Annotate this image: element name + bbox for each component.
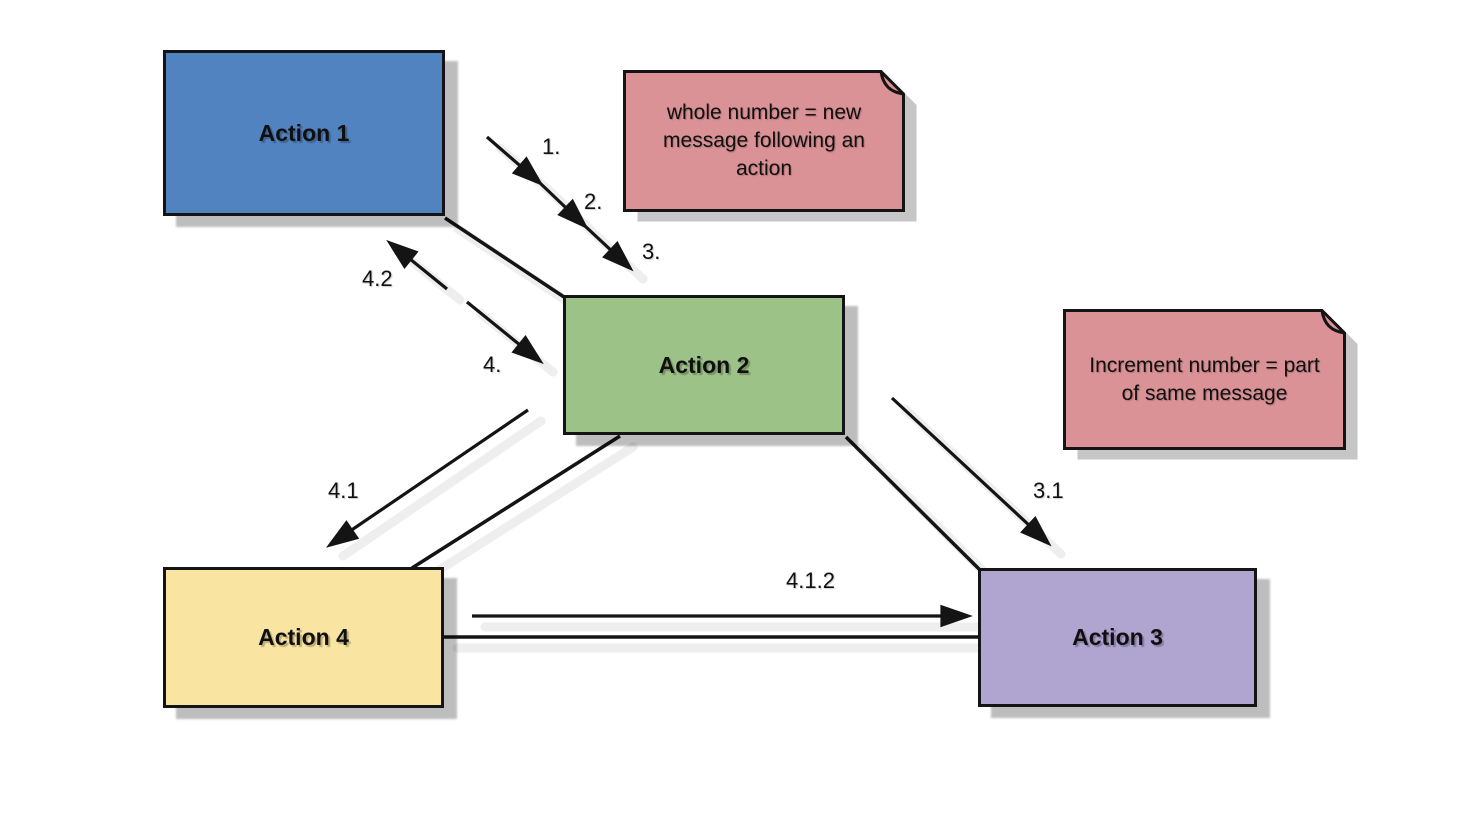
- arrow-msg-4-2: [386, 239, 449, 291]
- arrowhead-msg-4-1: [325, 520, 360, 548]
- action-box-4: Action 4: [163, 567, 444, 708]
- action-box-1-label: Action 1: [258, 119, 350, 146]
- action-box-3-label: Action 3: [1072, 624, 1163, 650]
- arrowhead-msg-4: [511, 334, 544, 365]
- action-box-2-label: Action 2: [658, 351, 750, 378]
- action-box-3: Action 3: [978, 568, 1257, 707]
- message-label-3-1: 3.1: [1033, 478, 1064, 503]
- note-increment-number-text: Increment number = part of same message: [1089, 353, 1320, 405]
- message-label-1: 1.: [542, 134, 561, 159]
- action-box-1: Action 1: [163, 50, 445, 216]
- message-label-4-2: 4.2: [362, 266, 393, 291]
- arrow-msg-4-1: [325, 408, 529, 548]
- edge-action1-action2: [444, 216, 565, 299]
- note-shape-icon: [1063, 309, 1358, 460]
- arrowhead-msg-4-1-2: [940, 604, 973, 628]
- note-whole-number-text: whole number = new message following an …: [663, 101, 865, 180]
- arrowhead-msg-4-2: [386, 239, 419, 270]
- action-box-4-label: Action 4: [258, 624, 349, 650]
- note-increment-number: Increment number = part of same message: [1063, 309, 1358, 460]
- arrowhead-msg-3: [602, 240, 634, 272]
- edge-action2-action4: [411, 434, 621, 570]
- arrow-msg-4-1-2: [472, 604, 973, 628]
- message-label-4-1: 4.1: [328, 478, 359, 503]
- message-label-4: 4.: [483, 352, 502, 377]
- arrowhead-msg-3-1: [1020, 515, 1052, 547]
- arrowhead-msg-1: [511, 156, 544, 187]
- arrow-msg-4: [465, 300, 544, 365]
- note-whole-number: whole number = new message following an …: [623, 70, 917, 222]
- edge-action2-action3: [844, 435, 981, 571]
- action-box-2: Action 2: [563, 295, 845, 435]
- message-label-2: 2.: [584, 189, 603, 214]
- arrow-msg-1-2-3: [485, 135, 634, 272]
- note-shape-icon: [623, 70, 917, 222]
- arrowhead-msg-2: [557, 198, 589, 230]
- message-label-3: 3.: [642, 239, 661, 264]
- message-label-4-1-2: 4.1.2: [786, 568, 835, 593]
- arrow-msg-3-1: [890, 396, 1052, 547]
